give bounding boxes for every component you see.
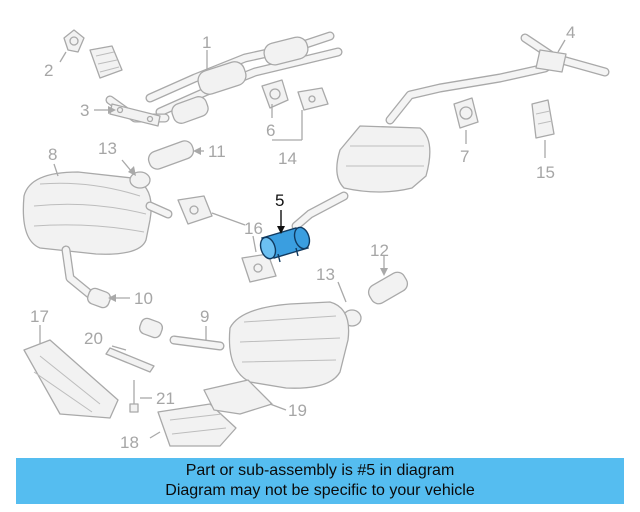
part-8-center-muffler[interactable] (22, 171, 173, 301)
callout-14: 14 (278, 149, 297, 168)
part-14-hanger-bracket[interactable] (297, 87, 329, 111)
part-20-strip[interactable] (105, 347, 155, 373)
callout-12: 12 (370, 241, 389, 260)
part-17-heat-shield[interactable] (23, 339, 119, 419)
callout-18: 18 (120, 433, 139, 452)
callout-labels: 1 2 3 4 5 6 7 8 9 10 11 12 13 13 14 15 1… (30, 23, 575, 452)
intermediate-muffler (291, 125, 431, 231)
part-2-gasket[interactable] (63, 29, 85, 53)
callout-16: 16 (244, 219, 263, 238)
callout-3: 3 (80, 101, 89, 120)
callout-15: 15 (536, 163, 555, 182)
part-11-pipe-sleeve[interactable] (146, 139, 195, 172)
caption-line-part: Part or sub-assembly is #5 in diagram (185, 462, 455, 479)
part-10-clamp-2[interactable] (138, 317, 164, 340)
callout-13-second: 13 (316, 265, 335, 284)
part-16-hanger[interactable] (177, 195, 213, 225)
callout-8: 8 (48, 145, 57, 164)
part-6-hanger[interactable] (261, 79, 289, 109)
part-13-clamp[interactable] (129, 171, 151, 189)
leader-lines (39, 39, 566, 439)
callout-20: 20 (84, 329, 103, 348)
part-7-rubber-mount[interactable] (453, 97, 479, 129)
callout-2: 2 (44, 61, 53, 80)
callout-4: 4 (566, 23, 575, 42)
caption-line-disclaimer: Diagram may not be specific to your vehi… (165, 482, 475, 499)
callout-17: 17 (30, 307, 49, 326)
part-5-exhaust-clamp[interactable] (258, 225, 312, 263)
caption-bar: Part or sub-assembly is #5 in diagram Di… (16, 458, 624, 504)
callout-7: 7 (460, 147, 469, 166)
part-4-rear-pipe[interactable] (385, 33, 610, 125)
callout-10: 10 (134, 289, 153, 308)
part-15-bracket[interactable] (531, 99, 555, 139)
callout-9: 9 (200, 307, 209, 326)
part-9-rear-muffler[interactable] (169, 301, 350, 389)
callout-6: 6 (266, 121, 275, 140)
callout-13: 13 (98, 139, 117, 158)
callout-19: 19 (288, 401, 307, 420)
part-10-clamp[interactable] (86, 287, 112, 310)
part-21-bolt[interactable] (129, 380, 139, 413)
part-16-hanger-2[interactable] (241, 253, 277, 283)
callout-1: 1 (202, 33, 211, 52)
callout-11: 11 (208, 142, 226, 161)
part-19-heat-shield[interactable] (203, 379, 273, 415)
part-12-tailpipe-tip[interactable] (366, 269, 411, 306)
exhaust-system-diagram: 1 2 3 4 5 6 7 8 9 10 11 12 13 13 14 15 1… (22, 23, 610, 452)
part-18-heat-shield[interactable] (157, 403, 237, 447)
callout-5: 5 (275, 191, 284, 210)
callout-21: 21 (156, 389, 175, 408)
part-3-bracket[interactable] (109, 103, 161, 127)
